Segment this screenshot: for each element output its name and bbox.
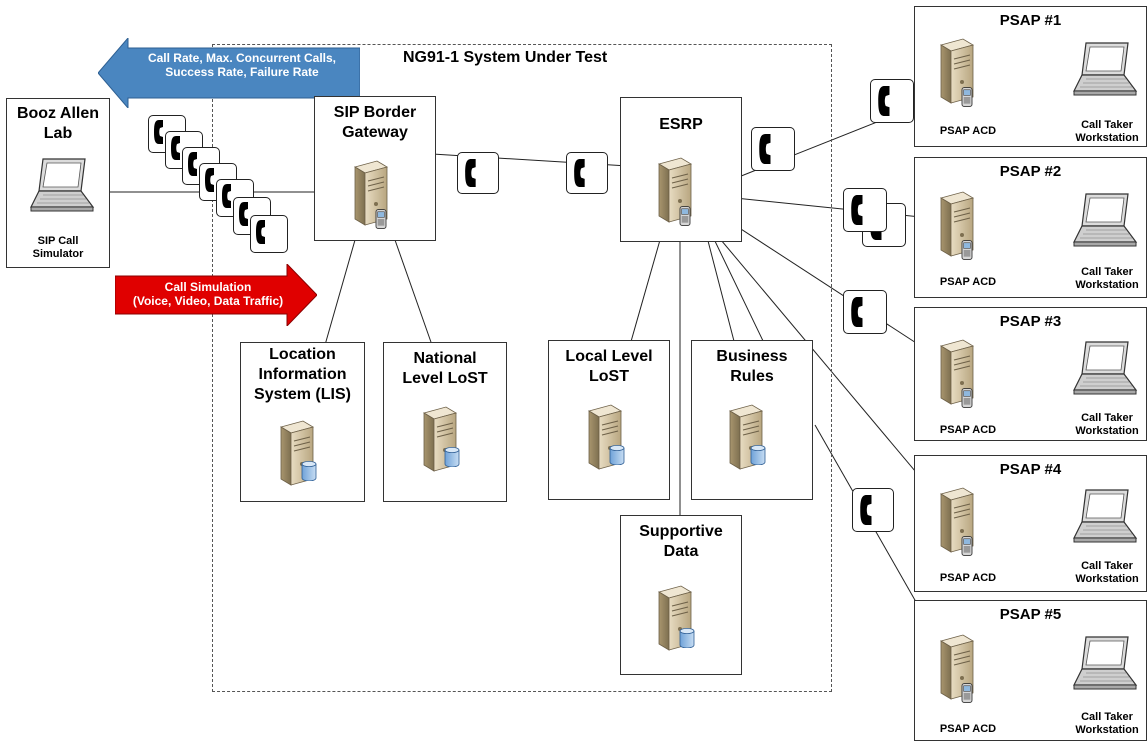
sip-border-gateway-title: SIP Border Gateway (333, 104, 417, 141)
mobile-icon (375, 209, 387, 229)
database-icon (679, 628, 695, 648)
mobile-icon (961, 87, 973, 107)
sip-border-gateway-box: SIP Border Gateway (314, 96, 436, 241)
system-under-test-title: NG91-1 System Under Test (403, 49, 608, 66)
phone-icon (250, 215, 288, 253)
national-lost-title: National Level LoST (402, 350, 488, 387)
mobile-icon (679, 206, 691, 226)
esrp-title: ESRP (659, 116, 703, 133)
phone-icon (457, 152, 499, 194)
mobile-icon (961, 683, 973, 703)
booz-allen-lab-box: Booz Allen Lab SIP Call Simulator (6, 98, 110, 268)
psap-acd-label: PSAP ACD (939, 723, 997, 735)
phone-icon (843, 188, 887, 232)
workstation-label: Call Taker Workstation (1075, 711, 1139, 736)
laptop-icon (1068, 192, 1138, 250)
phone-icon (852, 488, 894, 532)
phone-icon (751, 127, 795, 171)
metrics-arrow (98, 38, 360, 108)
laptop-icon (1068, 488, 1138, 546)
laptop-icon (1068, 635, 1138, 693)
call-simulation-arrow-text: Call Simulation (Voice, Video, Data Traf… (132, 280, 284, 308)
database-icon (750, 445, 766, 465)
call-simulation-arrow (115, 264, 317, 326)
psap-title: PSAP #2 (999, 163, 1062, 180)
database-icon (444, 447, 460, 467)
psap-box-4: PSAP #4 PSAP ACD Call Taker Workstation (914, 455, 1147, 592)
psap-acd-label: PSAP ACD (939, 572, 997, 584)
psap-box-3: PSAP #3 PSAP ACD Call Taker Workstation (914, 307, 1147, 441)
supportive-data-box: Supportive Data (620, 515, 742, 675)
database-icon (609, 445, 625, 465)
metrics-arrow-text: Call Rate, Max. Concurrent Calls, Succes… (147, 51, 337, 79)
system-under-test-area: NG91-1 System Under Test (212, 44, 832, 692)
psap-acd-label: PSAP ACD (939, 276, 997, 288)
phone-icon (566, 152, 608, 194)
local-lost-title: Local Level LoST (565, 348, 653, 385)
phone-icon (870, 79, 914, 123)
national-lost-box: National Level LoST (383, 342, 507, 502)
psap-title: PSAP #5 (999, 606, 1062, 623)
laptop-icon (1068, 340, 1138, 398)
database-icon (301, 461, 317, 481)
business-rules-title: Business Rules (716, 348, 788, 385)
supportive-data-title: Supportive Data (639, 523, 723, 560)
lis-title: Location Information System (LIS) (254, 346, 351, 403)
workstation-label: Call Taker Workstation (1075, 560, 1139, 585)
phone-icon (843, 290, 887, 334)
sip-call-simulator-label: SIP Call Simulator (32, 235, 84, 260)
psap-acd-label: PSAP ACD (939, 424, 997, 436)
psap-title: PSAP #4 (999, 461, 1062, 478)
lis-box: Location Information System (LIS) (240, 342, 365, 502)
psap-box-2: PSAP #2 PSAP ACD Call Taker Workstation (914, 157, 1147, 298)
laptop-icon (1068, 41, 1138, 99)
mobile-icon (961, 240, 973, 260)
psap-title: PSAP #3 (999, 313, 1062, 330)
booz-allen-lab-title: Booz Allen Lab (16, 105, 100, 142)
psap-acd-label: PSAP ACD (939, 125, 997, 137)
psap-box-1: PSAP #1 PSAP ACD Call Taker Workstation (914, 6, 1147, 147)
laptop-icon (25, 157, 95, 215)
workstation-label: Call Taker Workstation (1075, 266, 1139, 291)
psap-title: PSAP #1 (999, 12, 1062, 29)
mobile-icon (961, 388, 973, 408)
esrp-box: ESRP (620, 97, 742, 242)
local-lost-box: Local Level LoST (548, 340, 670, 500)
mobile-icon (961, 536, 973, 556)
business-rules-box: Business Rules (691, 340, 813, 500)
psap-box-5: PSAP #5 PSAP ACD Call Taker Workstation (914, 600, 1147, 741)
workstation-label: Call Taker Workstation (1075, 119, 1139, 144)
workstation-label: Call Taker Workstation (1075, 412, 1139, 437)
